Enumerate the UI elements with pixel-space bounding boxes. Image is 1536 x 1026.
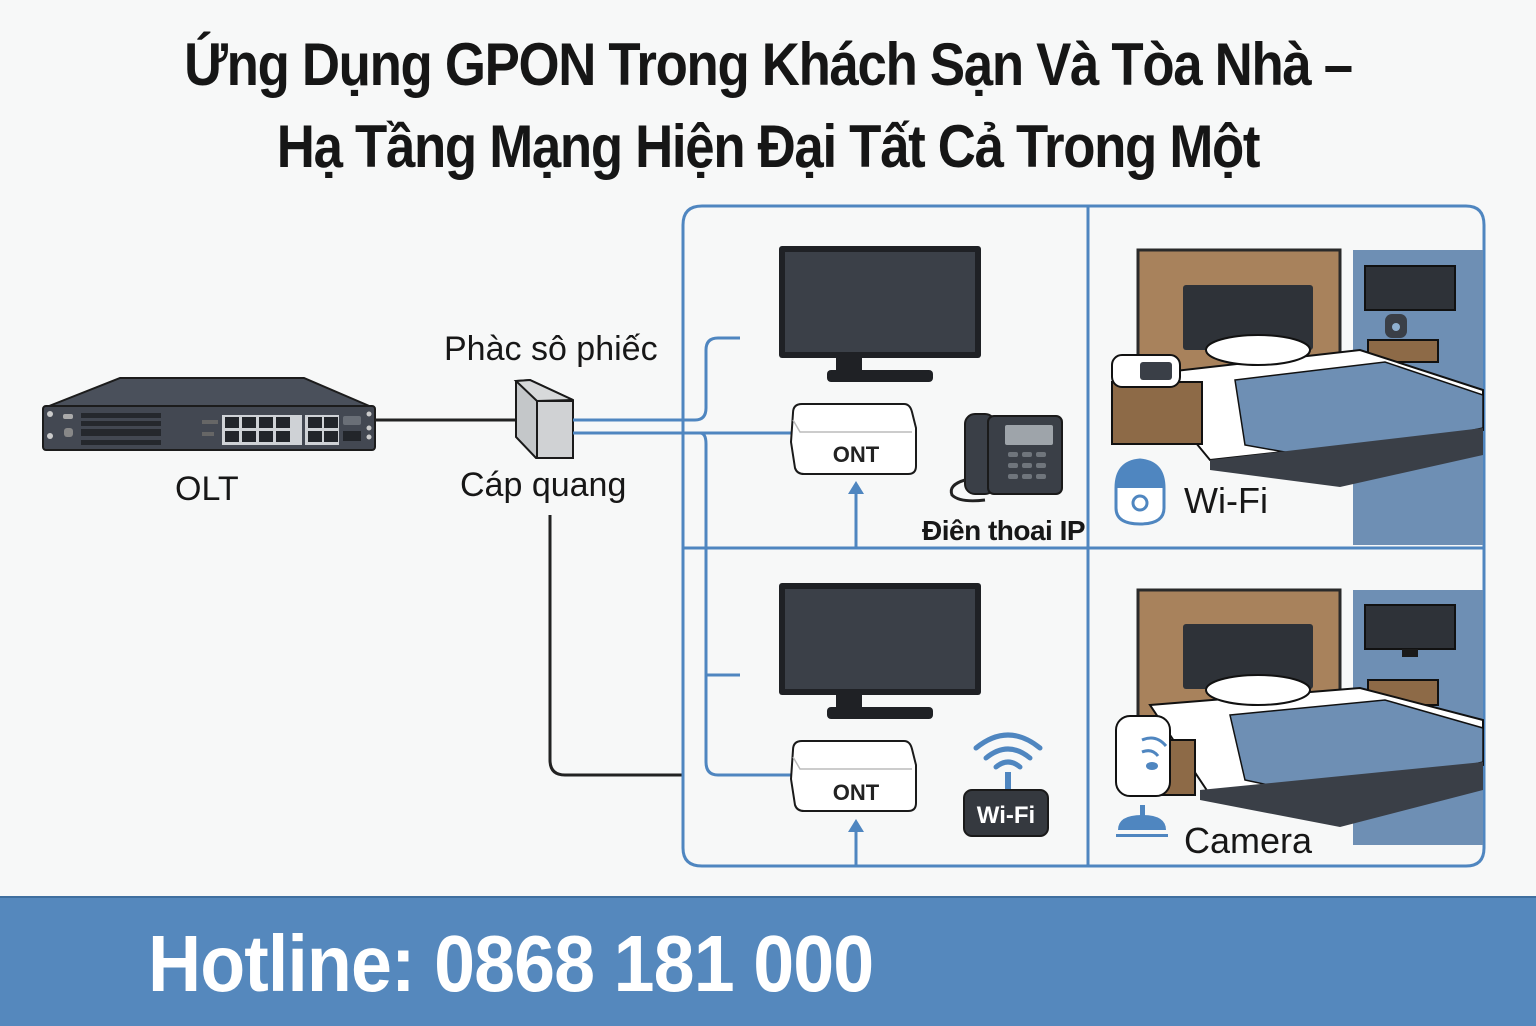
ont-device-icon: ONT (789, 740, 917, 812)
wifi-badge-label: Wi-Fi (977, 802, 1035, 829)
tv-icon (779, 246, 981, 382)
hotline-text[interactable]: Hotline: 0868 181 000 (148, 919, 874, 1008)
ont-device-icon: ONT (789, 403, 917, 475)
hotel-bedroom-scene (1111, 248, 1484, 545)
wifi-router-icon: Wi-Fi (963, 732, 1049, 837)
olt-switch-icon (42, 377, 376, 451)
ont-label: ONT (833, 442, 880, 467)
splitter-box-icon (513, 378, 574, 459)
ip-phone-label: Điên thoai IP (922, 515, 1086, 546)
ip-phone-icon (949, 413, 1063, 503)
hotel-bedroom-scene (1136, 588, 1484, 845)
wifi-caption: Wi-Fi (1184, 480, 1268, 521)
wifi-access-point-icon (1114, 458, 1166, 526)
ont-label: ONT (833, 780, 880, 805)
title-line-1: Ứng Dụng GPON Trong Khách Sạn Và Tòa Nhà… (184, 31, 1353, 98)
camera-caption: Camera (1184, 820, 1313, 861)
footer-banner (0, 896, 1536, 1026)
ceiling-camera-icon (1116, 805, 1168, 837)
building-frame (573, 204, 1486, 868)
splitter-label: Phàc sô phiếc (444, 330, 658, 368)
fiber-cable-label: Cáp quang (460, 466, 627, 504)
title-line-2: Hạ Tầng Mạng Hiện Đại Tất Cả Trong Một (276, 113, 1261, 180)
olt-label: OLT (175, 470, 239, 508)
tv-icon (779, 583, 981, 719)
wifi-extender-icon (1115, 715, 1171, 797)
